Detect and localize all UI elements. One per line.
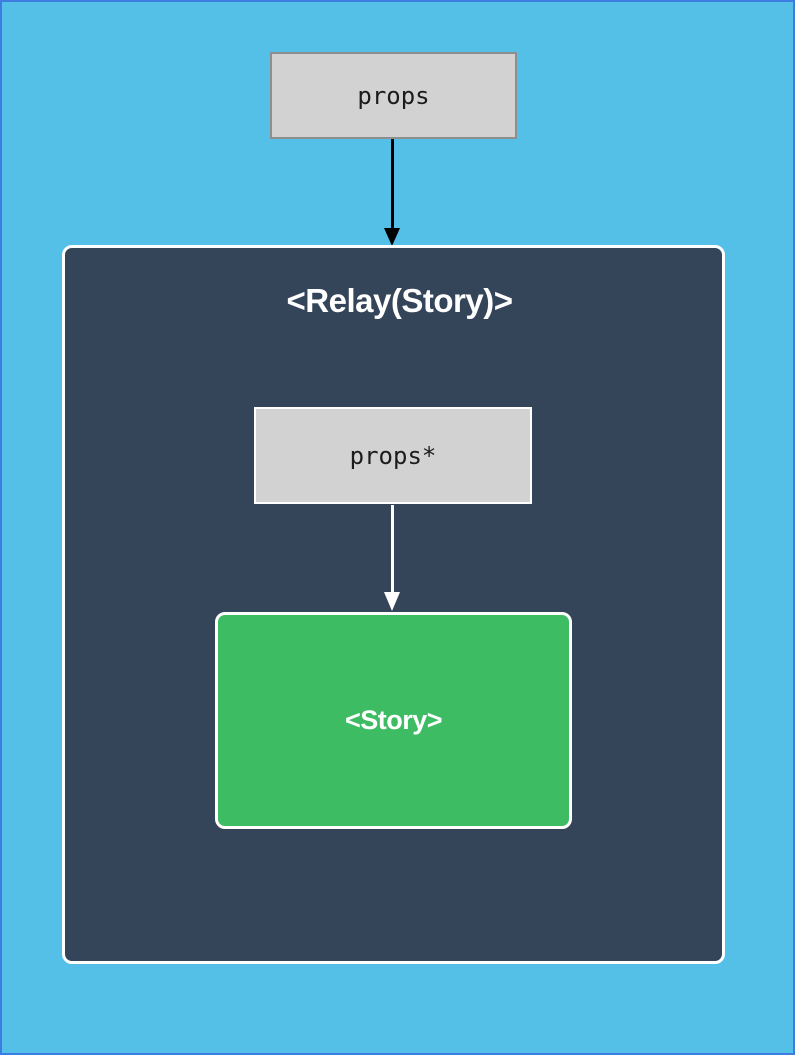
arrow-props-to-story-head-icon xyxy=(384,592,400,611)
arrow-props-to-relay-head-icon xyxy=(384,228,400,246)
props-internal-node-label: props* xyxy=(349,441,437,470)
arrow-props-to-story xyxy=(391,505,394,593)
props-node-label: props xyxy=(357,81,430,110)
props-internal-node: props* xyxy=(254,407,532,504)
story-node-label: <Story> xyxy=(344,705,443,735)
arrow-props-to-relay xyxy=(391,139,394,229)
props-node: props xyxy=(270,52,517,139)
story-node: <Story> xyxy=(215,612,572,829)
relay-container-title: <Relay(Story)> xyxy=(286,282,513,319)
